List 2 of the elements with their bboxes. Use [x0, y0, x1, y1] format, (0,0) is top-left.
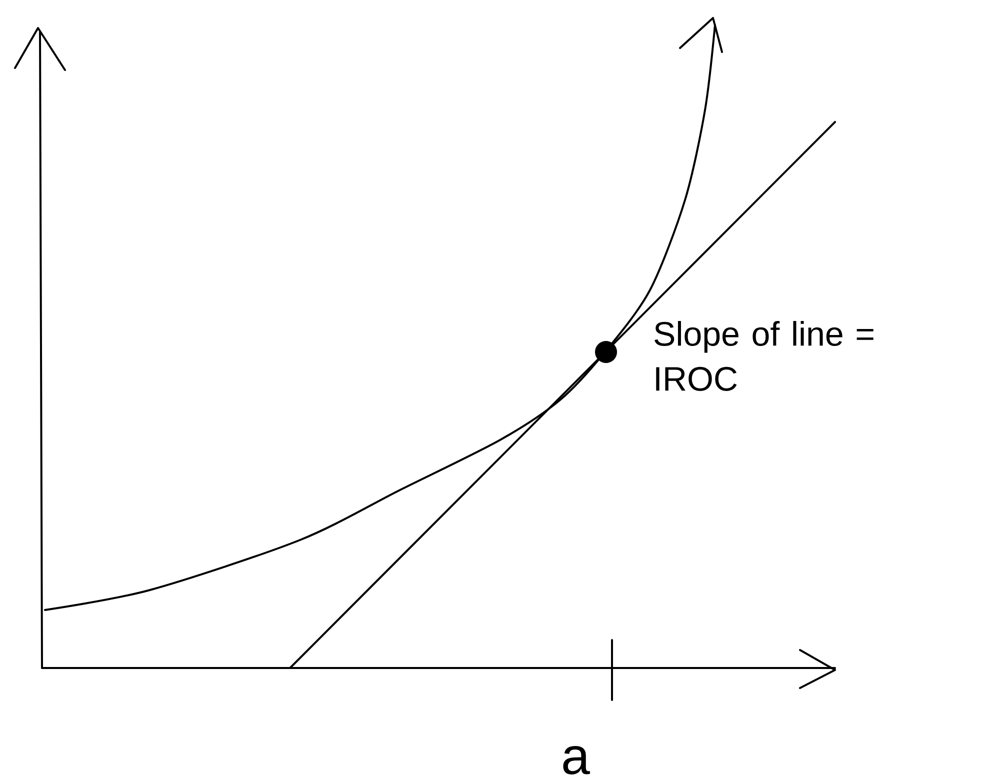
- annotation-text: Slope of line = IROC: [654, 321, 874, 391]
- axis-label: a: [563, 746, 590, 774]
